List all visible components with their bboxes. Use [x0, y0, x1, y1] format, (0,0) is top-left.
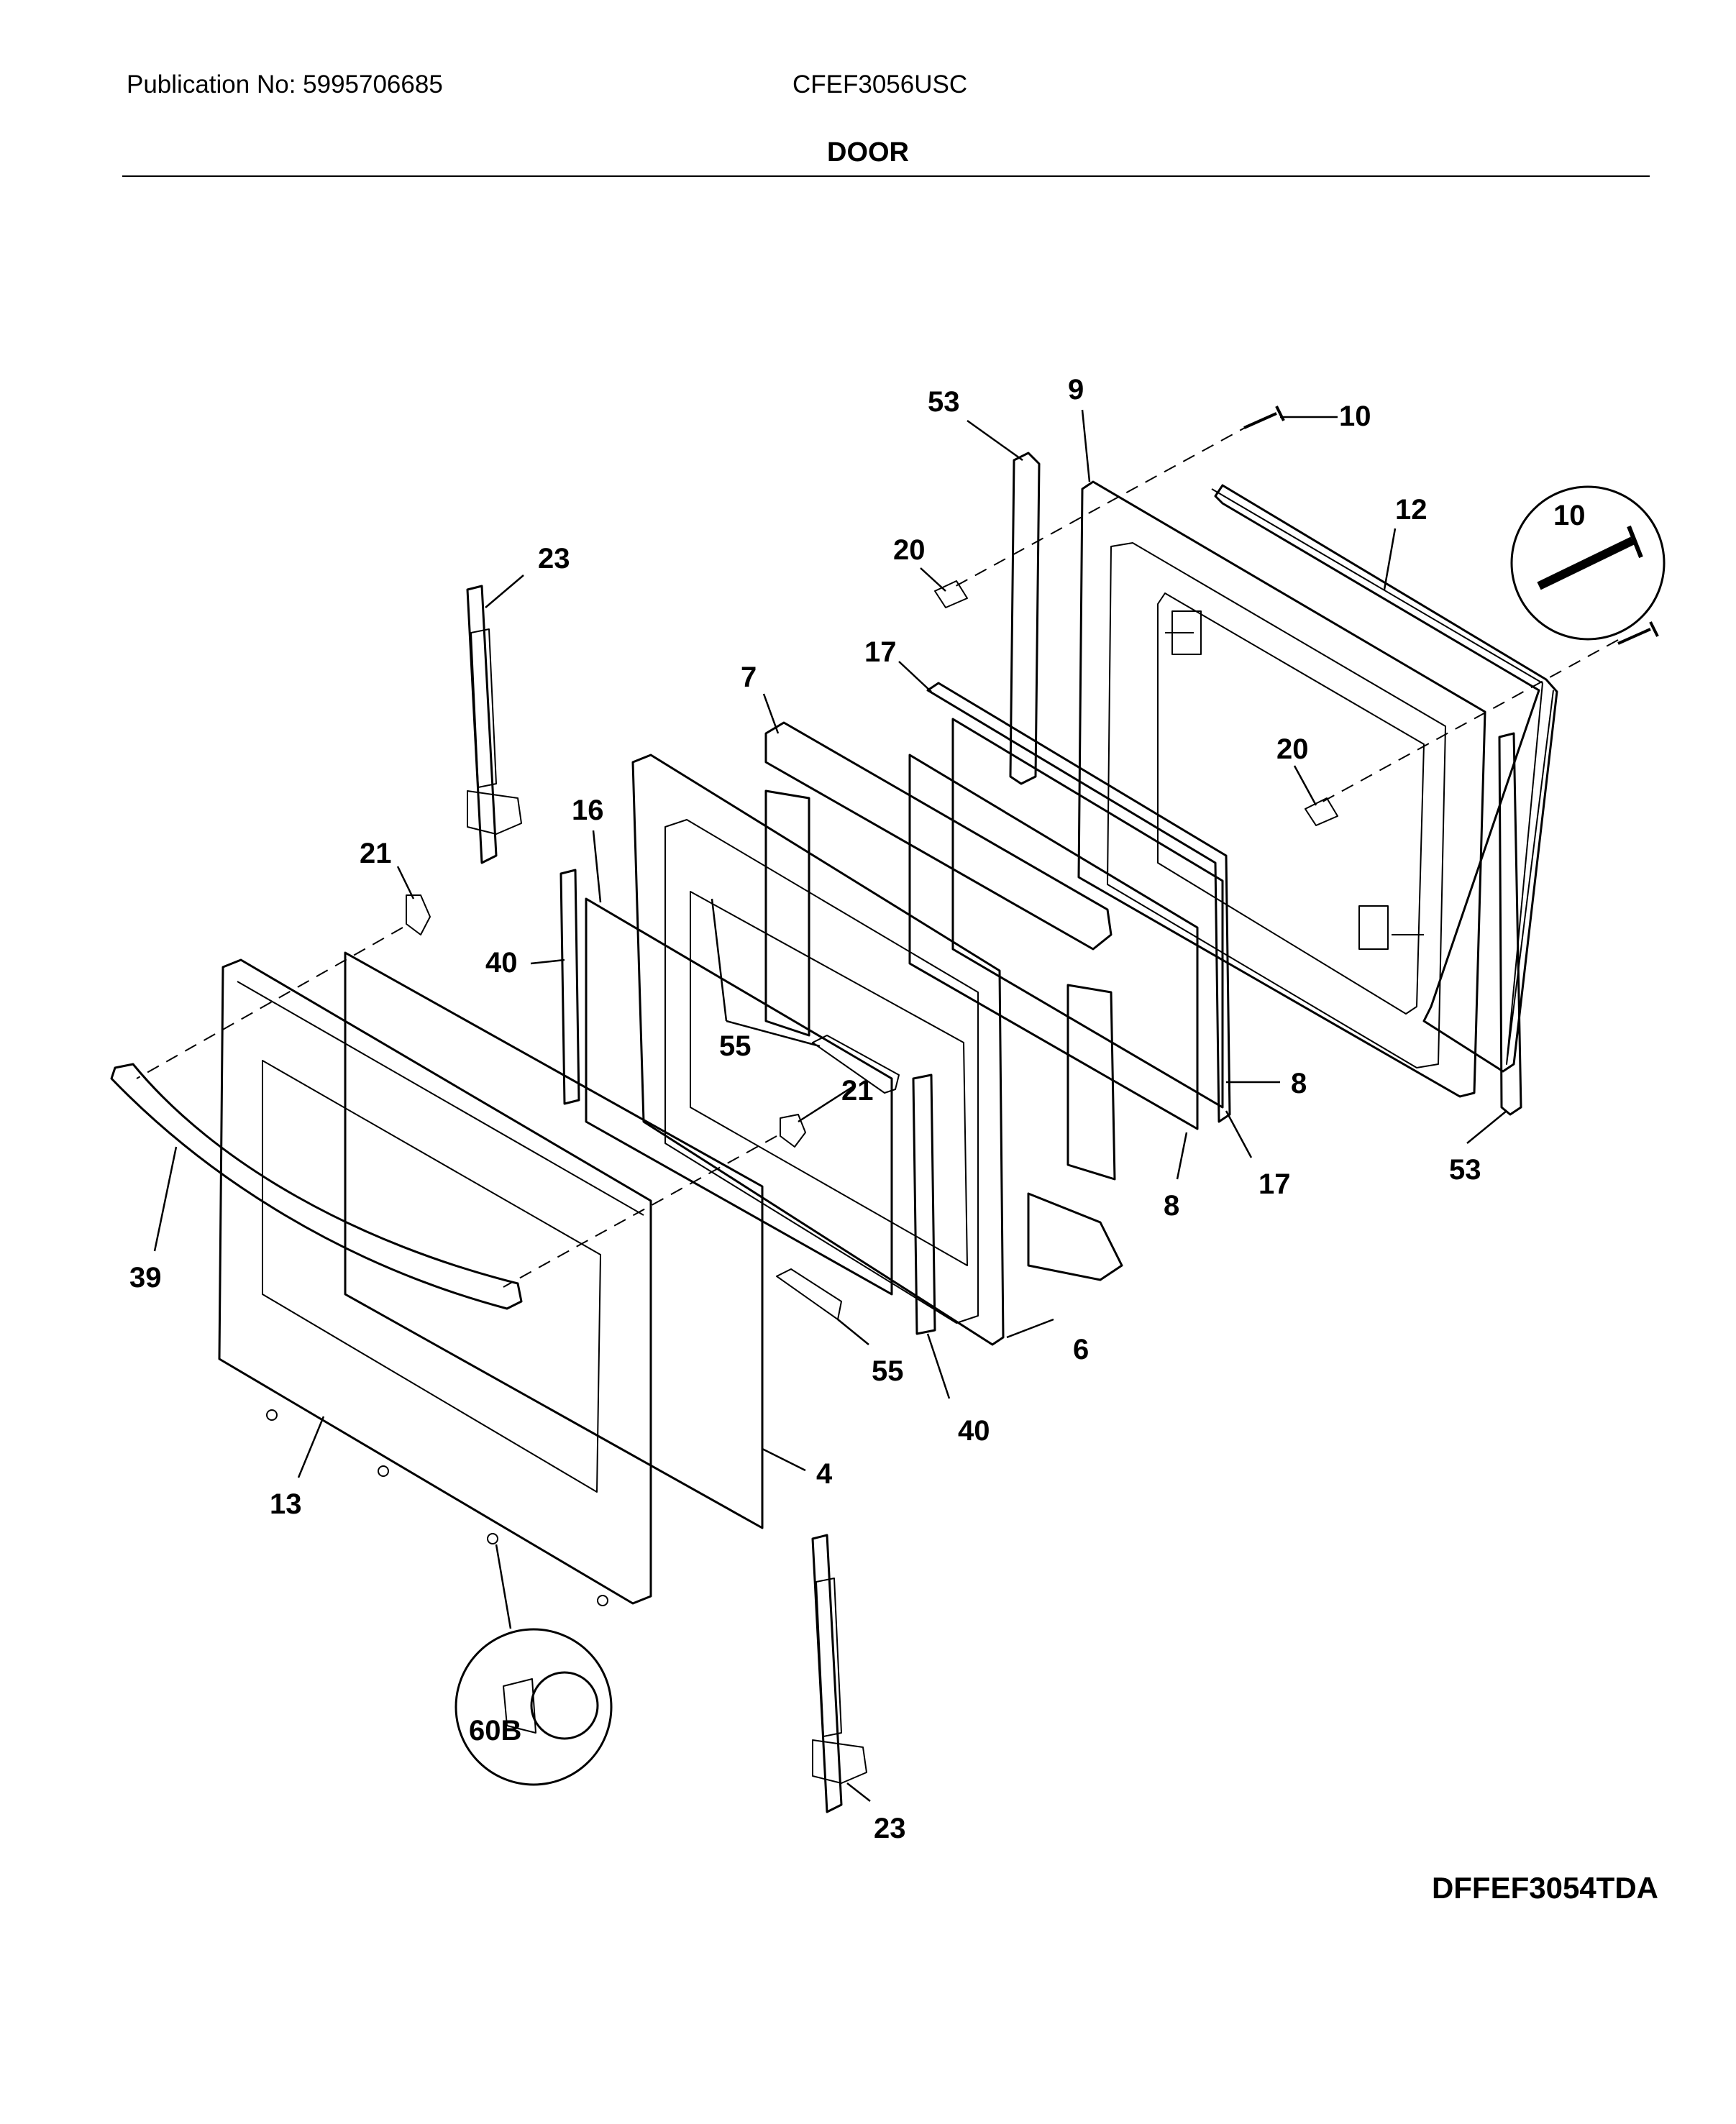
part-21-bumper-upper: [406, 894, 431, 935]
callout-13: 13: [270, 1488, 302, 1520]
part-40-retainer-left: [559, 869, 580, 1105]
model-number: CFEF3056USC: [792, 70, 968, 99]
part-40-retainer-right: [912, 1074, 936, 1335]
part-60b-screws: [266, 1409, 608, 1606]
part-6-frame: [631, 754, 1005, 1346]
part-10-screw-right: [1617, 621, 1659, 645]
part-20-receiver-lower: [1305, 797, 1338, 826]
callout-10-balloon: 10: [1553, 500, 1586, 531]
callout-8-right: 8: [1291, 1068, 1307, 1099]
callout-10-screw: 10: [1339, 400, 1371, 432]
publication-number: Publication No: 5995706685: [127, 70, 443, 99]
callout-40-right: 40: [958, 1415, 990, 1447]
callout-labels: 53 9 10 12 10 20 23 17 7 20 16 21 40 55 …: [129, 374, 1586, 1844]
callout-17-upper: 17: [864, 636, 897, 668]
part-53-channel-right: [1498, 732, 1522, 1116]
callout-7: 7: [741, 662, 757, 693]
callout-40-left: 40: [485, 947, 518, 979]
page-title: DOOR: [827, 137, 909, 168]
callout-55-lower: 55: [872, 1355, 904, 1387]
assembly-axes: [136, 424, 1619, 1288]
part-17-trim: [926, 682, 1231, 1123]
callout-8-lower: 8: [1164, 1190, 1179, 1222]
callout-23-upper: 23: [538, 543, 570, 575]
callout-23-lower: 23: [874, 1813, 906, 1844]
callout-21-upper: 21: [360, 838, 392, 869]
part-55-clip-upper: [812, 1035, 900, 1094]
callout-4: 4: [816, 1458, 833, 1490]
callout-53-top: 53: [928, 386, 960, 418]
part-16-inner-glass: [585, 897, 893, 1296]
callout-6: 6: [1073, 1334, 1089, 1365]
part-8-glass-rear: [951, 718, 1224, 1109]
callout-60b: 60B: [469, 1715, 521, 1747]
callout-21-lower: 21: [841, 1075, 874, 1107]
callout-20-lower: 20: [1276, 733, 1309, 765]
part-8-glass-front: [908, 754, 1199, 1130]
diagram-code: DFFEF3054TDA: [1431, 1871, 1658, 1905]
part-9-inner-liner: [1077, 480, 1486, 1098]
part-10-screw: [1243, 406, 1285, 429]
part-12-gasket: [1214, 484, 1558, 1073]
part-53-channel-left: [1009, 452, 1041, 785]
part-23-hinge-upper: [466, 585, 522, 864]
callout-16: 16: [572, 795, 604, 826]
part-55-clip-lower: [776, 1268, 842, 1320]
part-39-handle: [110, 1063, 523, 1310]
part-60b-detail-balloon: [454, 1628, 613, 1786]
callout-39: 39: [129, 1262, 162, 1294]
header-rule: [122, 175, 1650, 177]
part-13-outer-panel: [218, 958, 652, 1605]
callout-9: 9: [1068, 374, 1084, 406]
part-4-outer-glass: [344, 951, 764, 1529]
part-20-receiver-upper: [934, 580, 968, 608]
callout-12: 12: [1395, 494, 1427, 526]
callout-20-upper: 20: [893, 534, 926, 566]
callout-53-bottom: 53: [1449, 1154, 1481, 1186]
callout-17-lower: 17: [1258, 1168, 1291, 1200]
part-23-hinge-lower: [811, 1534, 867, 1813]
leader-lines: [153, 409, 1507, 1802]
part-7-insulation: [764, 721, 1123, 1281]
part-12-gasket-inner: [1211, 488, 1554, 1065]
part-21-bumper-lower: [780, 1114, 806, 1148]
callout-55-upper: 55: [719, 1030, 751, 1062]
part-10-detail-balloon: [1510, 485, 1666, 641]
